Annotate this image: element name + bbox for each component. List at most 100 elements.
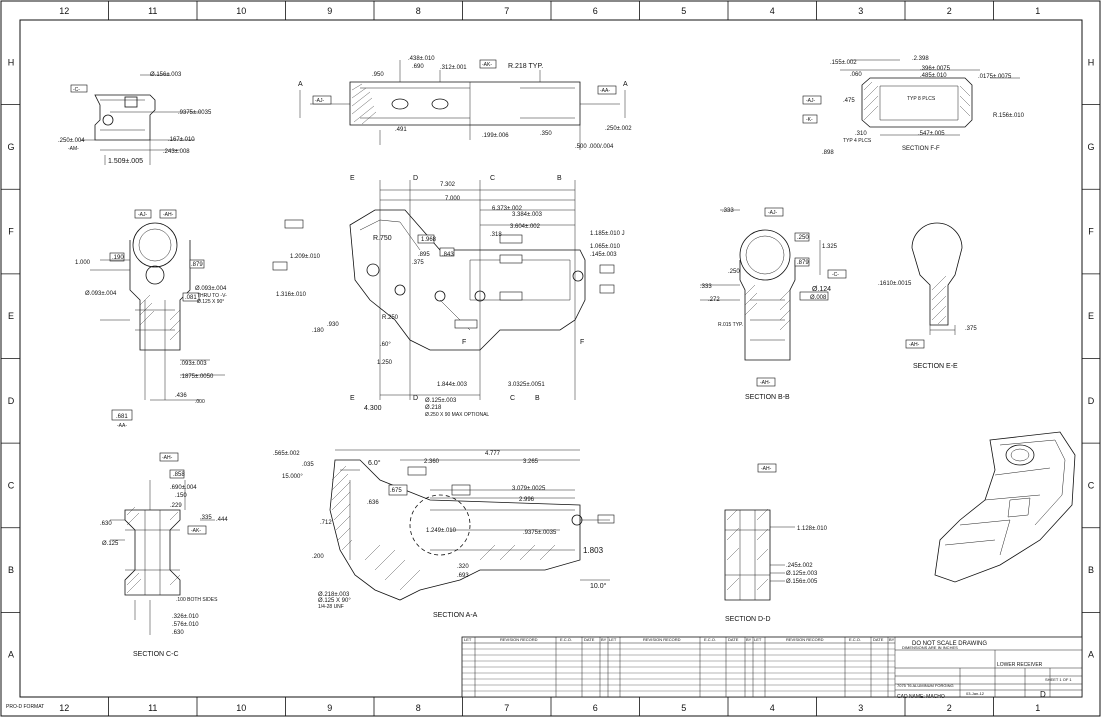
datum-label: -C- [832,272,839,278]
dim-text: .576±.010 [172,622,199,628]
zone-number-bottom: 7 [504,703,509,713]
dim-text: 3.604±.002 [510,224,541,230]
dim-text: R.750 [373,235,392,242]
datum-label: -C- [73,87,80,93]
dim-text: .100 BOTH SIDES [176,597,218,603]
dim-text: .690 [412,64,424,70]
date-text: 03-Jan-12 [966,691,985,696]
dim-text: Ø.218 [425,405,442,411]
zone-number-top: 7 [504,6,509,16]
rev-header: LET [464,637,472,642]
dim-text: .375 [412,260,424,266]
dim-text: .190 [112,255,124,261]
datum-label: -AH- [760,380,771,386]
dim-text: .150 [175,493,187,499]
zone-number-bottom: 5 [681,703,686,713]
dim-text: Ø.093±.004 [195,286,227,292]
datum-label: -AJ- [138,212,148,218]
zone-letter-left: B [8,565,14,575]
dim-text: .930 [327,322,339,328]
dim-text: .681 [116,414,128,420]
dim-text: TYP 4 PLCS [843,138,872,144]
zone-number-top: 12 [59,6,69,16]
datum-label: -AH- [909,342,920,348]
view-section-bb [700,207,847,387]
dim-text: Ø.125 X 90° [197,299,224,305]
dim-text: 1.316±.010 [276,292,307,298]
dim-text: 1.065±.010 [590,244,621,250]
dim-text: R.218 TYP. [508,63,543,70]
dim-text: Ø.008 [810,295,827,301]
dim-text: 1.249±.010 [426,528,457,534]
view-top-right [802,59,1020,136]
dim-text: .895 [418,252,430,258]
section-letter: B [535,395,540,402]
dim-text: .879 [191,262,203,268]
view-caption: SECTION B-B [745,394,790,401]
dim-text: .333 [722,208,734,214]
dim-text: 1.803 [583,546,604,555]
view-caption: SECTION E-E [913,363,958,370]
dim-text: .630 [100,521,112,527]
dim-text: 10.0° [590,582,607,590]
section-letter: F [462,339,466,346]
view-top-left [70,74,200,165]
dim-text: .350 [540,131,552,137]
zone-number-top: 2 [947,6,952,16]
view-caption: SECTION A-A [433,612,478,619]
dim-text: .245±.002 [786,563,813,569]
zone-letter-left: A [8,650,14,660]
dim-text: 1.000 [75,260,91,266]
section-letter: C [510,395,515,402]
zone-letter-right: C [1088,480,1095,490]
dim-text: Ø.125 [102,541,119,547]
dim-text: .898 [822,150,834,156]
dim-text: .438±.010 [408,56,435,62]
zone-letter-left: G [7,142,14,152]
dim-text: .180 [312,328,324,334]
sheet-number: SHEET 1 OF 1 [1045,677,1072,682]
zone-number-bottom: 3 [858,703,863,713]
zone-number-top: 4 [770,6,775,16]
rev-header: REVISION RECORD [500,637,538,642]
view-caption: SECTION D-D [725,616,771,623]
zone-number-bottom: 6 [593,703,598,713]
rev-header: DATE [873,637,884,642]
datum-label: -AK- [191,528,201,534]
datum-label: -AA- [600,88,610,94]
dim-text: .035 [302,462,314,468]
zone-number-bottom: 11 [148,703,157,713]
dim-text: Ø.125±.003 [786,571,818,577]
dim-text: 3.079±.0025 [512,486,546,492]
view-section-cc [110,452,215,635]
dim-text: .436 [175,393,187,399]
zone-number-top: 10 [236,6,246,16]
dim-text: Ø.124 [812,286,831,293]
dim-text: .2.398 [912,56,929,62]
dim-text: .9375±.0035 [523,530,557,536]
drawing-size: D [1040,690,1046,699]
dim-text: .843 [442,252,454,258]
datum-label: -AA- [117,423,127,429]
dim-text: .200 [312,554,324,560]
dim-text: 1.325 [822,244,838,250]
datum-label: -AJ- [315,98,325,104]
datum-label: -AH- [163,212,174,218]
dim-text: 3.0325±.0051 [508,382,545,388]
dim-text: .310 [855,131,867,137]
dim-text: .320 [457,564,469,570]
dim-text: 4.777 [485,451,501,457]
datum-label: -AK- [482,62,492,68]
view-isometric [934,431,1076,583]
dim-text: 1.844±.003 [437,382,468,388]
dim-text: .950 [372,72,384,78]
dim-text: .199±.006 [482,133,509,139]
dim-text: .60° [380,342,391,348]
part-name: LOWER RECEIVER [997,662,1043,668]
dim-text: 3.265 [523,459,539,465]
dim-text: 4.300 [364,405,382,412]
dim-text: 7.302 [440,182,456,188]
zone-letter-right: A [1088,650,1094,660]
zone-number-top: 11 [148,6,157,16]
